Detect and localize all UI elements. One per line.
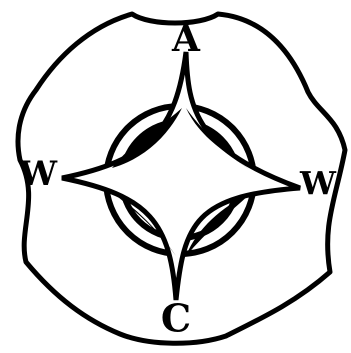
label-right: W xyxy=(299,165,337,203)
label-left: W xyxy=(18,154,58,194)
label-bottom: C xyxy=(161,296,191,341)
label-top: A xyxy=(171,18,201,60)
compass-star xyxy=(62,52,300,300)
